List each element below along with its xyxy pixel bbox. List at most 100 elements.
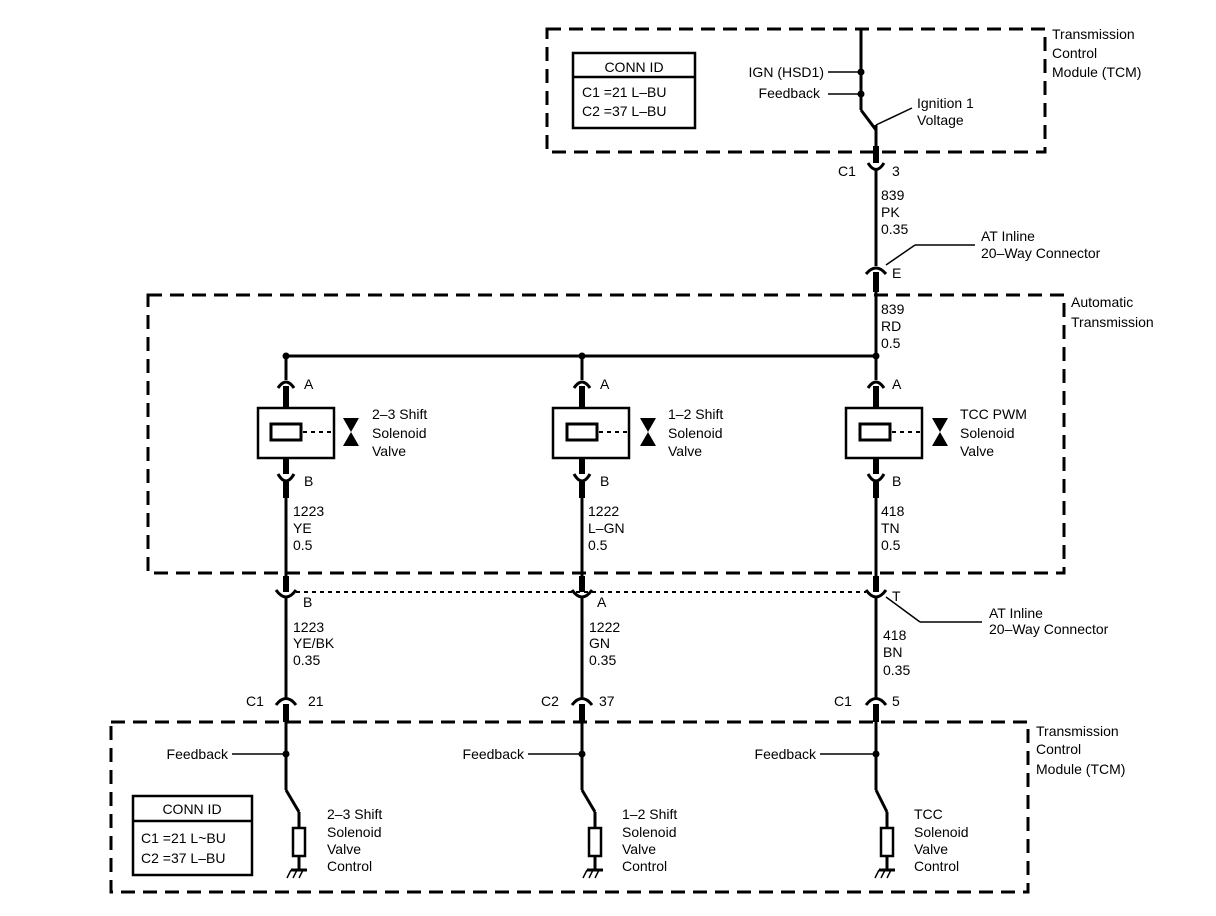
wire-1223-yebk-circuit: 1223: [293, 619, 324, 635]
feedback-label-2: Feedback: [463, 746, 525, 762]
inline-bottom-connectors: [274, 576, 888, 599]
solenoid-tcc-pin-a: A: [892, 376, 902, 392]
inline-e-connector-icon: [864, 266, 888, 276]
wire-1222-lgn-color: L–GN: [588, 520, 625, 536]
feedback-label-3: Feedback: [755, 746, 817, 762]
tcm-control-circuit-1: [232, 722, 307, 879]
pin-21-label: 21: [308, 693, 324, 709]
tcm-bottom-connectors: [274, 697, 888, 722]
ignition-leader-line: [875, 107, 913, 126]
tcm-control-circuit-3: [820, 722, 895, 879]
wire-rd-gauge: 0.5: [881, 335, 901, 351]
control-1-label-4: Control: [327, 858, 372, 874]
control-2-label-4: Control: [622, 858, 667, 874]
c1-pin3-connector-icon: [866, 162, 886, 171]
wire-1222-gn-gauge: 0.35: [589, 652, 616, 668]
solenoid-1-2-label-3: Valve: [668, 443, 702, 459]
pin-37-label: 37: [599, 693, 615, 709]
wire-1223-ye-gauge: 0.5: [293, 537, 313, 553]
solenoid-2-3-pin-b: B: [304, 473, 313, 489]
conn-id-header-top: CONN ID: [604, 59, 663, 75]
control-3-label-4: Control: [914, 858, 959, 874]
pin-3-label: 3: [892, 163, 900, 179]
solenoid-tcc-pwm: [844, 356, 948, 498]
solenoid-1-2-label-2: Solenoid: [668, 425, 723, 441]
automatic-transmission-title-1: Automatic: [1071, 294, 1133, 310]
wire-418-bn-gauge: 0.35: [883, 662, 910, 678]
solenoid-tcc-label-1: TCC PWM: [960, 406, 1027, 422]
control-3-label-1: TCC: [914, 806, 943, 822]
control-1-label-3: Valve: [327, 841, 361, 857]
inline-bottom-pin-t: T: [892, 588, 901, 604]
wire-pk-circuit: 839: [881, 187, 905, 203]
c1-top-label: C1: [838, 163, 856, 179]
tcm-top-title-3: Module (TCM): [1052, 64, 1141, 80]
solenoid-2-3-label-2: Solenoid: [372, 425, 427, 441]
conn-c1-label-1: C1: [246, 693, 264, 709]
solenoid-2-3-label-1: 2–3 Shift: [372, 406, 427, 422]
solenoid-2-3-shift: [256, 356, 359, 498]
conn-id-row-bottom-2: C2 =37 L–BU: [141, 850, 225, 866]
inline-bottom-leader: [885, 596, 921, 623]
control-2-label-1: 1–2 Shift: [622, 806, 677, 822]
wire-1222-gn-circuit: 1222: [589, 619, 620, 635]
feedback-label-top: Feedback: [759, 85, 821, 101]
wire-1223-ye-color: YE: [293, 520, 312, 536]
wire-1223-ye-circuit: 1223: [293, 503, 324, 519]
tcm-top-title-2: Control: [1052, 45, 1097, 61]
tcm-bottom-title-2: Control: [1036, 741, 1081, 757]
solenoid-2-3-pin-a: A: [304, 376, 314, 392]
solenoid-1-2-pin-a: A: [600, 376, 610, 392]
inline-bottom-pin-a: A: [597, 594, 607, 610]
inline-pin-e: E: [892, 265, 901, 281]
tcm-bottom-title-1: Transmission: [1036, 723, 1119, 739]
inline-bottom-label-1: AT Inline: [989, 605, 1043, 621]
wire-pk-color: PK: [881, 204, 900, 220]
conn-c1-label-2: C1: [834, 693, 852, 709]
wire-pk-gauge: 0.35: [881, 221, 908, 237]
ignition-voltage-label-2: Voltage: [917, 112, 964, 128]
automatic-transmission-title-2: Transmission: [1071, 314, 1154, 330]
control-1-label-2: Solenoid: [327, 824, 382, 840]
solenoid-tcc-label-2: Solenoid: [960, 425, 1015, 441]
solenoid-2-3-label-3: Valve: [372, 443, 406, 459]
control-3-label-2: Solenoid: [914, 824, 969, 840]
solenoid-tcc-label-3: Valve: [960, 443, 994, 459]
wire-418-tn-color: TN: [881, 520, 900, 536]
pin-5-label: 5: [892, 693, 900, 709]
solenoid-tcc-pin-b: B: [892, 473, 901, 489]
wire-1223-yebk-color: YE/BK: [293, 635, 335, 651]
wire-418-bn-color: BN: [883, 644, 902, 660]
inline-bottom-label-2: 20–Way Connector: [989, 621, 1109, 637]
tcm-top-title-1: Transmission: [1052, 26, 1135, 42]
solenoid-1-2-pin-b: B: [600, 473, 609, 489]
wire-418-tn-gauge: 0.5: [881, 537, 901, 553]
control-1-label-1: 2–3 Shift: [327, 806, 382, 822]
wire-rd-circuit: 839: [881, 301, 905, 317]
tcm-bottom-boundary: [109, 720, 1030, 894]
conn-id-row-top-2: C2 =37 L–BU: [582, 103, 666, 119]
automatic-transmission-boundary: [146, 293, 1066, 575]
wire-1223-yebk-gauge: 0.35: [293, 652, 320, 668]
control-2-label-3: Valve: [622, 841, 656, 857]
feedback-label-1: Feedback: [167, 746, 229, 762]
wire-rd-color: RD: [881, 318, 901, 334]
feedback-node-dot-top: [857, 90, 865, 98]
solenoid-1-2-shift: [551, 356, 656, 498]
conn-id-row-bottom-1: C1 =21 L~BU: [141, 830, 226, 846]
inline-top-label-1: AT Inline: [981, 228, 1035, 244]
conn-id-header-bottom: CONN ID: [162, 801, 221, 817]
wire-1222-lgn-gauge: 0.5: [588, 537, 608, 553]
solenoid-1-2-label-1: 1–2 Shift: [668, 406, 723, 422]
conn-id-table-top: CONN ID C1 =21 L–BU C2 =37 L–BU: [571, 51, 697, 130]
wire-418-bn-circuit: 418: [883, 627, 907, 643]
tcm-control-circuit-2: [528, 722, 603, 879]
conn-id-row-top-1: C1 =21 L–BU: [582, 84, 666, 100]
tcm-bottom-title-3: Module (TCM): [1036, 761, 1125, 777]
ignition-switch-contact: [859, 109, 878, 131]
inline-top-leader: [885, 244, 916, 266]
ign-hsd1-label: IGN (HSD1): [749, 64, 824, 80]
wire-418-tn-circuit: 418: [881, 503, 905, 519]
